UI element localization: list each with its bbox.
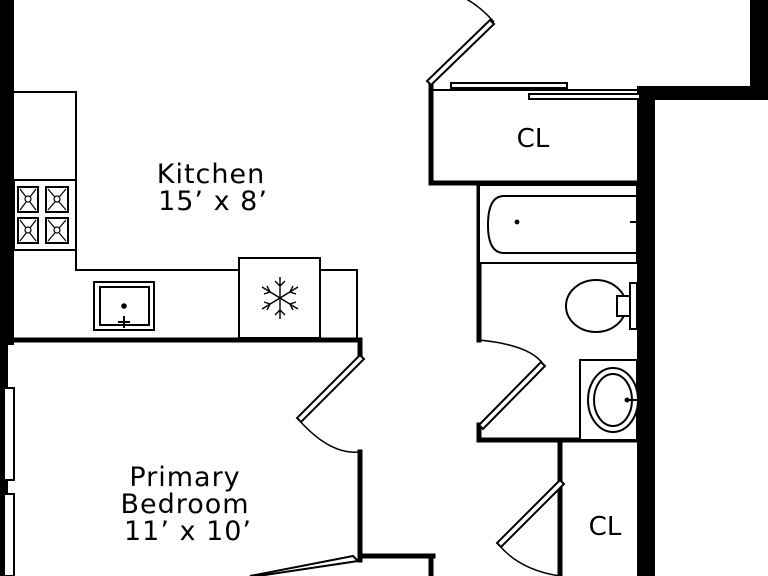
right-wall-top-cap	[637, 86, 768, 100]
closet-lower-door	[495, 478, 566, 576]
closet-lower-label: CL	[589, 512, 622, 542]
snowflake-icon	[261, 277, 299, 319]
sink-icon	[93, 281, 155, 331]
right-wall-riser	[750, 0, 768, 100]
countertop	[14, 91, 358, 338]
bathroom-door	[477, 339, 547, 431]
room-labels: Kitchen 15’ x 8’ Primary Bedroom 11’ x 1…	[120, 124, 621, 547]
left-window	[3, 387, 15, 576]
bath-fixtures	[478, 184, 639, 441]
kitchen-size: 15’ x 8’	[158, 186, 268, 217]
primary-bedroom-name-line1: Primary	[129, 462, 240, 493]
kitchen-fixtures	[13, 91, 358, 339]
closet-upper-label: CL	[517, 124, 550, 154]
stove-burners-icon	[13, 179, 77, 251]
bedroom-bottom-door	[249, 554, 361, 576]
left-wall-upper	[0, 0, 14, 345]
right-wall-column	[637, 86, 655, 576]
refrigerator	[238, 257, 321, 339]
vanity-sink-icon	[579, 359, 639, 441]
entry-door	[425, 0, 496, 87]
bedroom-door	[295, 353, 366, 453]
doors	[249, 0, 641, 576]
toilet-icon	[565, 279, 638, 333]
closet-upper-sliding-doors	[431, 82, 641, 100]
kitchen-name: Kitchen	[157, 159, 265, 190]
bathtub-icon	[478, 184, 638, 264]
primary-bedroom-name-line2: Bedroom	[120, 489, 249, 520]
primary-bedroom-size: 11’ x 10’	[124, 516, 252, 547]
